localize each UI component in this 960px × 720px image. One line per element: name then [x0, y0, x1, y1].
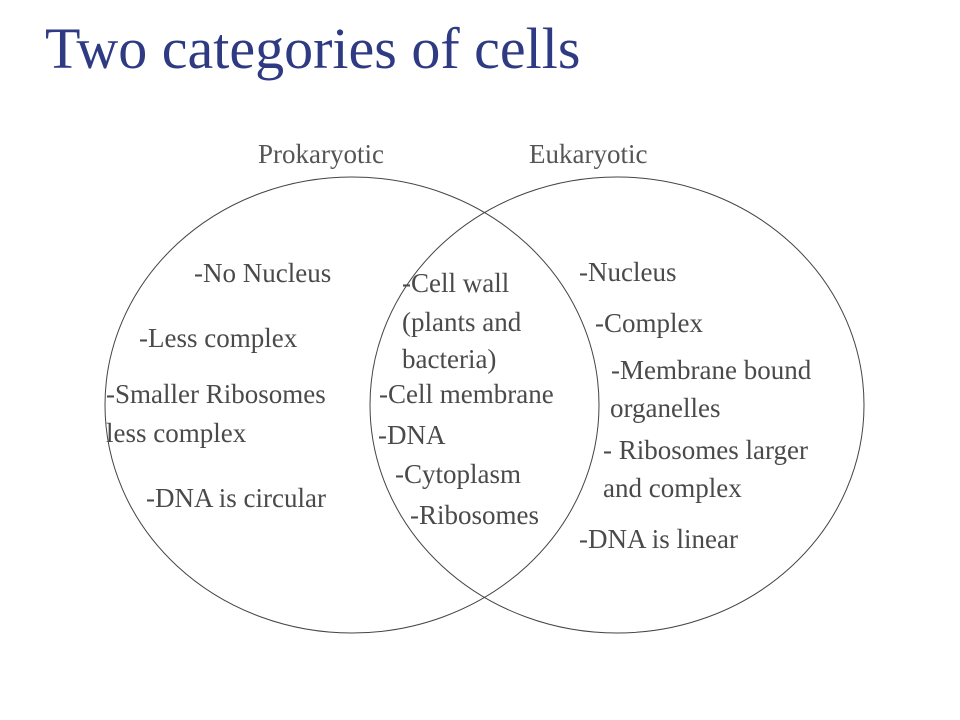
prokaryotic-item-less-complex: -Less complex: [139, 323, 298, 353]
prokaryotic-set-label: Prokaryotic: [258, 139, 384, 169]
eukaryotic-item-organelles: organelles: [610, 393, 721, 423]
shared-item-ribosomes: -Ribosomes: [410, 500, 540, 530]
shared-item-cell-membrane: -Cell membrane: [379, 379, 554, 409]
eukaryotic-circle: [369, 176, 865, 634]
shared-item-bacteria: bacteria): [402, 344, 497, 374]
page-title: Two categories of cells: [45, 16, 581, 81]
shared-item-plants-and: (plants and: [402, 307, 522, 337]
eukaryotic-item-complex: -Complex: [595, 308, 703, 338]
prokaryotic-item-dna-circular: -DNA is circular: [146, 483, 326, 513]
eukaryotic-item-membrane-bound: -Membrane bound: [611, 355, 812, 385]
shared-item-cell-wall: -Cell wall: [402, 268, 510, 298]
eukaryotic-set-label: Eukaryotic: [529, 139, 648, 169]
eukaryotic-item-and-complex: and complex: [603, 473, 742, 503]
prokaryotic-item-smaller-ribosomes: -Smaller Ribosomes: [106, 379, 326, 409]
prokaryotic-circle: [104, 176, 600, 634]
shared-item-cytoplasm: -Cytoplasm: [395, 459, 521, 489]
eukaryotic-item-ribosomes-larger: - Ribosomes larger: [603, 435, 808, 465]
shared-item-dna: -DNA: [378, 420, 446, 450]
prokaryotic-item-no-nucleus: -No Nucleus: [194, 258, 332, 288]
prokaryotic-item-less-complex-2: less complex: [106, 418, 247, 448]
eukaryotic-item-nucleus: -Nucleus: [579, 257, 677, 287]
eukaryotic-item-dna-linear: -DNA is linear: [579, 524, 738, 554]
